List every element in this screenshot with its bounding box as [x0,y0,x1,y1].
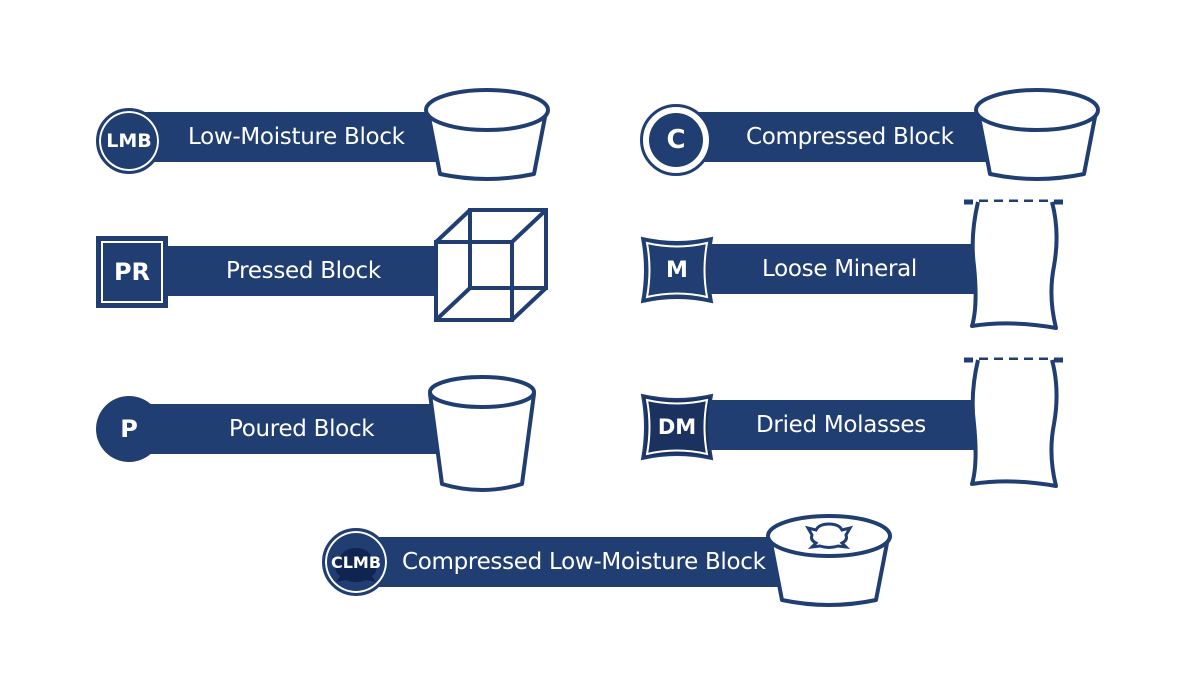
c-label: Compressed Block [746,124,954,150]
m-badge: M [640,236,714,304]
c-bar [675,112,995,162]
lmb-badge-text: LMB [106,130,152,152]
bag-icon [964,199,1064,330]
lmb-bar [130,112,460,162]
m-label: Loose Mineral [762,256,918,282]
dm-badge: DM [640,393,714,461]
p-bar [140,404,440,454]
c-badge-text: C [666,125,686,155]
turtle-logo-icon [332,548,380,582]
dm-label: Dried Molasses [756,412,926,438]
m-badge-shape [640,236,714,304]
cube-icon [434,208,548,322]
dm-badge-text: DM [657,415,697,439]
clmb-badge-text: CLMB [330,552,382,572]
tub-icon [424,88,550,181]
clmb-bar [360,537,785,587]
dm-badge-shape [640,393,714,461]
m-bar [695,244,980,294]
m-badge-text: M [666,257,688,283]
pr-badge: PR [96,236,168,308]
lmb-label: Low-Moisture Block [188,124,405,150]
p-badge: P [96,396,162,462]
pr-bar [150,246,450,296]
pr-badge-text: PR [113,258,151,286]
bucket-icon [428,375,536,492]
clmb-badge: CLMB [322,528,390,596]
dm-bar [695,400,980,450]
lmb-badge: LMB [96,108,162,174]
clmb-label: Compressed Low-Moisture Block [402,549,766,575]
p-label: Poured Block [229,416,375,442]
pr-label: Pressed Block [226,258,381,284]
bag-icon [964,357,1064,488]
c-badge: C [640,104,712,176]
tub-icon [974,88,1100,181]
tub-with-logo-icon [766,514,892,607]
p-badge-text: P [120,415,138,443]
